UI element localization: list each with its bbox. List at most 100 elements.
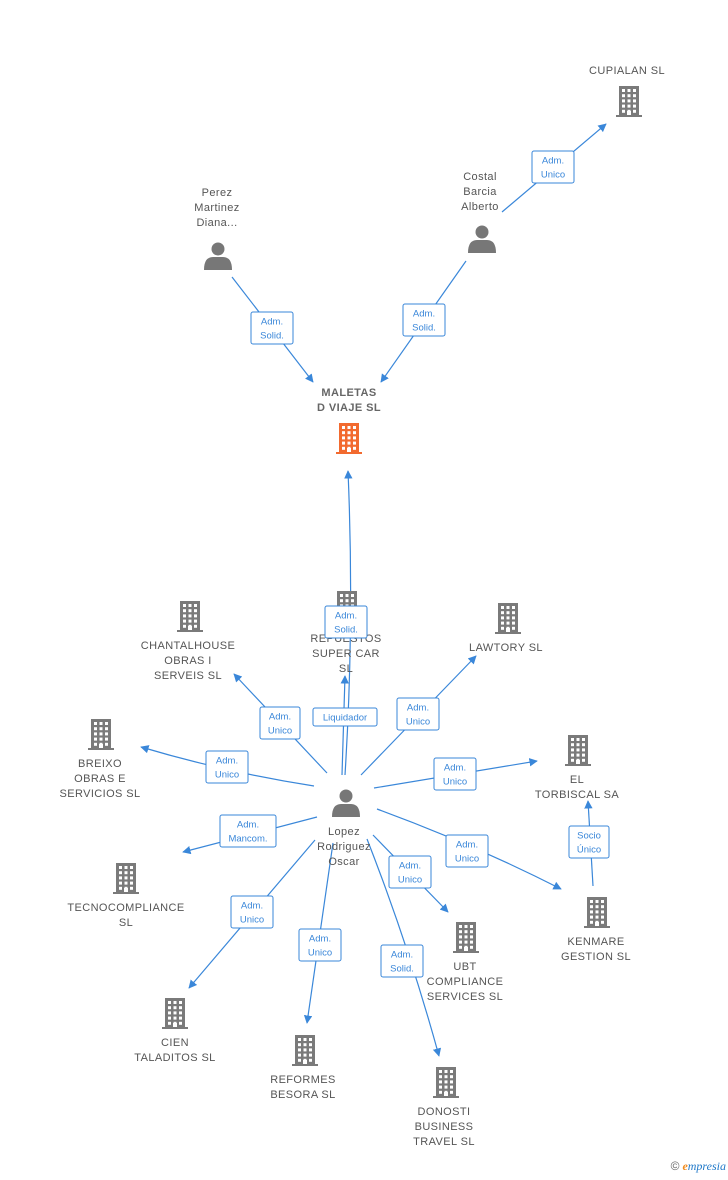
edge-label-lopez-to-reformes[interactable]: Adm. Unico <box>298 928 342 962</box>
node-label: CUPIALAN SL <box>589 65 665 77</box>
node-label: Diana... <box>196 217 237 229</box>
edge-label-text: Solid. <box>260 331 284 342</box>
edge-label-text: Adm. <box>407 703 429 714</box>
edge-label-text: Adm. <box>216 756 238 767</box>
edge-label-costal-to-maletas[interactable]: Adm.Solid. <box>402 303 446 337</box>
edge-label-perez-to-maletas[interactable]: Adm. Solid. <box>250 311 294 345</box>
node-label: BESORA SL <box>270 1089 335 1101</box>
person-icon <box>332 789 360 817</box>
node-label: SERVICIOS SL <box>59 788 140 800</box>
node-label: SUPER CAR <box>312 648 380 660</box>
node-label: TRAVEL SL <box>413 1136 475 1148</box>
edge-label-text: Socio <box>577 831 601 842</box>
edge-label-lopez-to-repuestos[interactable]: Liquidador <box>312 707 378 727</box>
building-icon <box>453 922 479 953</box>
node-tecno[interactable]: TECNOCOMPLIANCE SL <box>67 863 184 929</box>
nodes-layer: MALETAS D VIAJE SL CUPIALAN SL CostalBarcia… <box>59 65 664 1148</box>
edge-label-text: Adm. <box>391 950 413 961</box>
edge-label-lopez-to-kenmare[interactable]: Adm. Unico <box>445 834 489 868</box>
edge-label-text: Adm. <box>241 901 263 912</box>
edge-label-text: Adm. <box>237 820 259 831</box>
empresia-credit[interactable]: © empresia <box>671 1159 726 1174</box>
node-label: COMPLIANCE <box>427 976 504 988</box>
node-label: Alberto <box>461 201 499 213</box>
node-label: SERVICES SL <box>427 991 503 1003</box>
edge-label-lopez-to-breixo[interactable]: Adm.Unico <box>205 750 249 784</box>
edge-label-text: Adm. <box>335 611 357 622</box>
node-label: REFORMES <box>270 1074 336 1086</box>
node-perez[interactable]: PerezMartinezDiana... <box>194 187 239 270</box>
edge-label-text: Unico <box>308 948 332 959</box>
node-label: UBT <box>453 961 476 973</box>
node-label: SL <box>119 917 133 929</box>
edge-label-text: Adm. <box>399 861 421 872</box>
node-label: TALADITOS SL <box>134 1052 215 1064</box>
node-label: CHANTALHOUSE <box>141 640 235 652</box>
edge-label-lopez-to-donosti[interactable]: Adm. Solid. <box>380 944 424 978</box>
edge-label-text: Unico <box>455 854 479 865</box>
node-cupialan[interactable]: CUPIALAN SL <box>589 65 665 117</box>
node-label: Barcia <box>463 186 497 198</box>
node-label: Costal <box>463 171 497 183</box>
building-icon <box>584 897 610 928</box>
edge-label-lopez-to-ubt[interactable]: Adm. Unico <box>388 855 432 889</box>
building-icon <box>177 601 203 632</box>
node-label: EL <box>570 774 584 786</box>
node-label: Perez <box>202 187 233 199</box>
node-torbiscal[interactable]: EL TORBISCAL SA <box>535 735 620 801</box>
edge-label-costal-to-cupialan[interactable]: Adm.Unico <box>531 150 575 184</box>
node-donosti[interactable]: DONOSTI BUSINESS TRAVEL SL <box>413 1067 475 1148</box>
edge-label-text: Adm. <box>413 309 435 320</box>
edge-label-text: Adm. <box>309 934 331 945</box>
node-label: Oscar <box>328 856 359 868</box>
node-reformes[interactable]: REFORMES BESORA SL <box>270 1035 336 1101</box>
edge-label-lopez-to-maletas[interactable]: Adm. Solid. <box>324 605 368 639</box>
node-chantal[interactable]: CHANTALHOUSE OBRAS I SERVEIS SL <box>141 601 235 682</box>
node-ubt[interactable]: UBT COMPLIANCE SERVICES SL <box>427 922 504 1003</box>
edge-label-text: Liquidador <box>323 713 367 724</box>
node-label: Rodriguez <box>317 841 371 853</box>
node-label: Lopez <box>328 826 360 838</box>
edge-label-lopez-to-torbiscal[interactable]: Adm.Unico <box>433 757 477 791</box>
empresia-logo-text: mpresia <box>687 1159 726 1173</box>
node-label: DONOSTI <box>418 1106 471 1118</box>
edge-label-text: Solid. <box>334 625 358 636</box>
edge-label-text: Solid. <box>390 964 414 975</box>
edge-label-text: Unico <box>398 875 422 886</box>
node-label: SL <box>339 663 353 675</box>
node-label: BUSINESS <box>415 1121 474 1133</box>
edge-label-lopez-to-lawtory[interactable]: Adm. Unico <box>396 697 440 731</box>
node-maletas[interactable]: MALETAS D VIAJE SL <box>317 387 381 454</box>
building-icon <box>292 1035 318 1066</box>
building-icon <box>616 86 642 117</box>
node-label: MALETAS <box>321 387 376 399</box>
node-lawtory[interactable]: LAWTORY SL <box>469 603 543 654</box>
edge-label-lopez-to-tecno[interactable]: Adm.Mancom. <box>219 814 277 848</box>
edge-label-lopez-to-chantal[interactable]: Adm.Unico <box>259 706 301 740</box>
node-label: D VIAJE SL <box>317 402 381 414</box>
node-label: Martinez <box>194 202 239 214</box>
edge-label-text: Único <box>577 845 601 856</box>
node-label: LAWTORY SL <box>469 642 543 654</box>
building-icon <box>565 735 591 766</box>
node-label: TECNOCOMPLIANCE <box>67 902 184 914</box>
empresia-logo-initial: e <box>682 1159 688 1173</box>
edge-label-text: Adm. <box>456 840 478 851</box>
edge-label-text: Unico <box>406 717 430 728</box>
node-label: SERVEIS SL <box>154 670 222 682</box>
edge-labels-layer: Adm.UnicoAdm.Solid.Adm.Solid.Adm.Solid.L… <box>205 150 610 978</box>
edge-label-text: Adm. <box>261 317 283 328</box>
node-label: OBRAS I <box>164 655 211 667</box>
node-label: TORBISCAL SA <box>535 789 620 801</box>
node-label: BREIXO <box>78 758 122 770</box>
person-icon <box>204 242 232 270</box>
edge-label-lopez-to-cien[interactable]: Adm.Unico <box>230 895 274 929</box>
building-icon <box>113 863 139 894</box>
edge-label-text: Unico <box>268 726 292 737</box>
